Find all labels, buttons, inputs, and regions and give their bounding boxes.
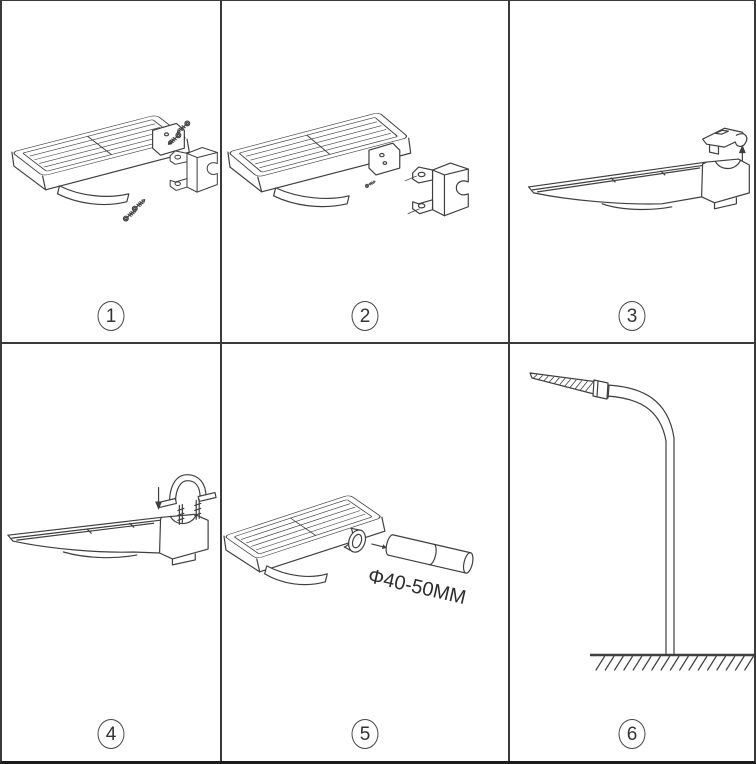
step-number-badge: 5	[351, 719, 379, 749]
light-side-view	[528, 158, 750, 211]
solar-street-light	[227, 111, 412, 208]
step-6-panel: 6	[510, 344, 754, 761]
arrow-up-icon	[738, 144, 746, 162]
detached-pole-bracket	[404, 162, 469, 217]
step-4-illustration	[7, 474, 217, 566]
solar-street-light	[223, 494, 386, 586]
step-4-panel: 4	[2, 344, 222, 761]
step-5-panel: Φ40-50MM 5	[222, 344, 510, 761]
step-2-panel: 2	[222, 1, 510, 344]
pole-socket	[343, 527, 367, 553]
installed-street-light	[529, 372, 610, 400]
step-1-illustration	[11, 114, 218, 223]
step-number: 4	[105, 723, 117, 745]
pole-bracket	[169, 146, 218, 193]
mounting-pole	[385, 534, 474, 574]
pole-diameter-label: Φ40-50MM	[366, 565, 468, 609]
clamp-cap	[701, 127, 748, 155]
ground	[590, 653, 754, 671]
step-number-badge: 4	[97, 719, 125, 749]
step-number: 5	[359, 723, 371, 745]
solar-street-light	[11, 114, 190, 206]
light-side-view	[7, 513, 209, 566]
step-number: 6	[626, 723, 638, 745]
step-6-illustration	[529, 372, 754, 671]
step-number-badge: 2	[351, 301, 379, 331]
arrow-down-icon	[155, 487, 163, 510]
arrow-right-icon	[371, 543, 387, 550]
step-number: 1	[105, 305, 117, 327]
step-5-illustration: Φ40-50MM	[223, 494, 474, 609]
step-number-badge: 6	[618, 719, 646, 749]
step-number: 2	[359, 305, 371, 327]
step-number: 3	[626, 305, 638, 327]
step-3-illustration	[528, 127, 750, 211]
u-bolt-clamp	[157, 474, 217, 525]
step-2-illustration	[227, 111, 469, 217]
step-1-panel: 1	[2, 1, 222, 344]
step-3-panel: 3	[510, 1, 754, 344]
step-number-badge: 3	[618, 301, 646, 331]
step-number-badge: 1	[97, 301, 125, 331]
curved-pole	[606, 384, 675, 656]
